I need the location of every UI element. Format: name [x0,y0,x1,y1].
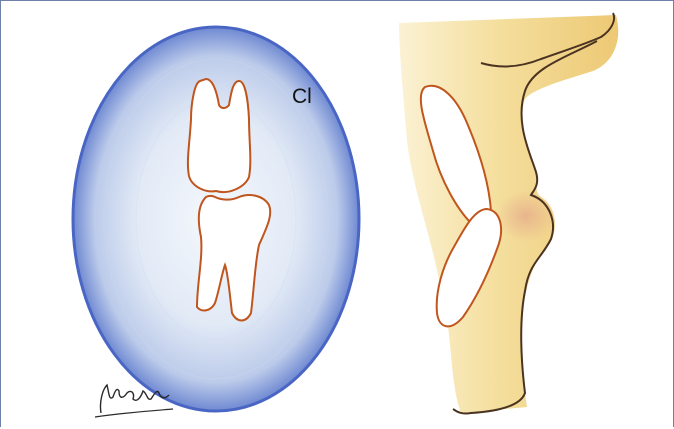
profile-diagram [399,13,618,414]
class-one-oval-diagram [73,27,359,411]
class-label: Cl [292,85,312,109]
